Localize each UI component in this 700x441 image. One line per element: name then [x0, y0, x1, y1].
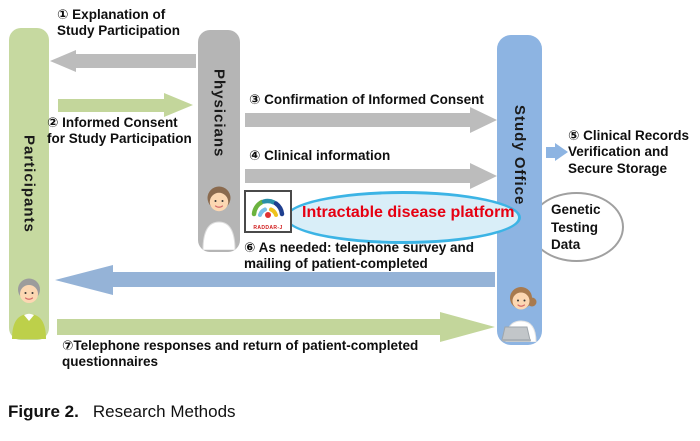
genetic-data-label: Genetic Testing Data [551, 202, 601, 253]
arrow4-label: ④ Clinical information [249, 148, 391, 163]
figure-caption: Figure 2. Research Methods [8, 402, 236, 422]
figure-number: Figure 2. [8, 402, 79, 421]
arrow4-clinical-info [245, 169, 470, 183]
genetic-data-circle [529, 192, 624, 262]
physicians-bar: Physicians [198, 30, 240, 252]
raddar-j-text: RADDAR-J [253, 225, 283, 231]
arrow7-label: ⑦Telephone responses and return of patie… [62, 338, 419, 370]
arrow3-head-icon [470, 107, 497, 133]
physicians-label: Physicians [210, 69, 228, 158]
arrow5-head-icon [555, 143, 568, 161]
arrow1-head-icon [50, 50, 76, 72]
study-office-label: Study Office [511, 104, 528, 206]
elderly-man-illustration [12, 278, 46, 339]
arrow4-head-icon [470, 163, 497, 189]
arrow6-head-icon [55, 265, 113, 295]
office-worker-illustration [501, 287, 537, 342]
arrow3-confirmation [245, 113, 470, 127]
raddar-j-arcs-icon [251, 198, 285, 218]
platform-label: Intractable disease platform [302, 204, 515, 221]
arrow6-label: ⑥ As needed: telephone survey and mailin… [244, 240, 474, 272]
arrow2-label: ② Informed Consent for Study Participati… [47, 115, 192, 147]
arrow7-telephone-responses [57, 319, 440, 335]
participants-label: Participants [20, 135, 38, 233]
physician-illustration [202, 186, 236, 250]
arrow1-label: ① Explanation of Study Participation [57, 7, 181, 39]
arrow5-records [546, 147, 555, 158]
arrow5-label: ⑤ Clinical Records Verification and Secu… [568, 128, 689, 176]
arrow1-explanation [72, 54, 196, 68]
arrow6-telephone-survey [113, 272, 495, 287]
raddar-j-logo: RADDAR-J [244, 190, 292, 233]
arrow3-label: ③ Confirmation of Informed Consent [249, 92, 484, 107]
arrow2-head-icon [164, 93, 193, 117]
arrow7-head-icon [440, 312, 495, 342]
arrow2-informed-consent [58, 99, 164, 112]
figure-title: Research Methods [92, 402, 236, 421]
